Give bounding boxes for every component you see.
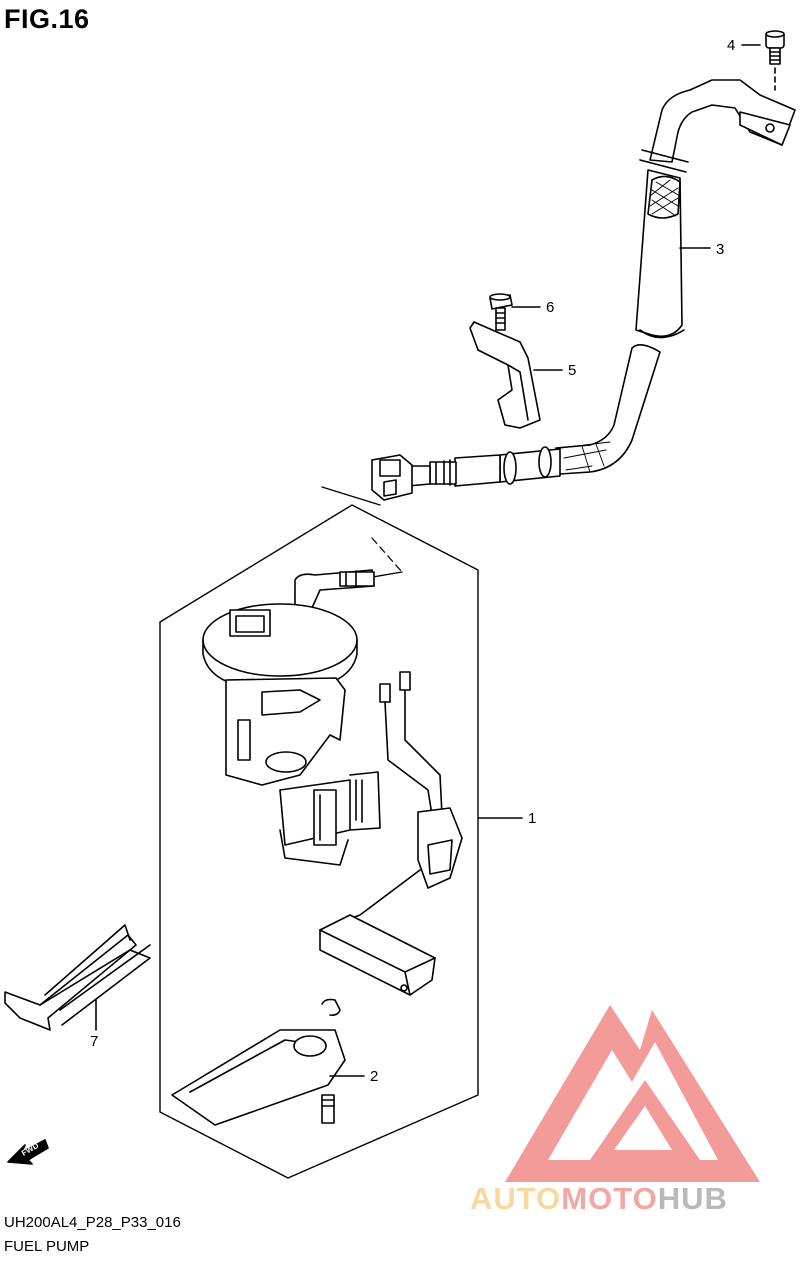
- callout-6: 6: [546, 299, 554, 316]
- wiring-harness: [319, 671, 463, 931]
- bolt-4: [765, 30, 785, 91]
- watermark-logo: [505, 1005, 760, 1182]
- watermark-part-hub: HUB: [657, 1181, 728, 1216]
- callout-5: 5: [568, 362, 576, 379]
- fwd-arrow-icon: [7, 1139, 49, 1165]
- watermark-text: AUTOMOTOHUB: [470, 1181, 728, 1217]
- bolt-6: [489, 293, 513, 331]
- clamp-5: [469, 321, 541, 429]
- callout-3: 3: [716, 241, 724, 258]
- diagram-code: UH200AL4_P28_P33_016: [4, 1214, 181, 1231]
- figure-title: FIG.16: [4, 4, 90, 34]
- diagram-caption: FUEL PUMP: [4, 1238, 90, 1255]
- assembly-outline: [159, 504, 479, 1179]
- watermark-part-moto: MOTO: [561, 1181, 658, 1216]
- callout-7: 7: [90, 1033, 98, 1050]
- protector-7: [4, 924, 151, 1031]
- fuel-hose-3: [371, 79, 796, 501]
- callout-4: 4: [727, 37, 735, 54]
- fuel-pump-body: [202, 569, 381, 866]
- watermark-part-auto: AUTO: [470, 1181, 562, 1216]
- dashed-guide: [371, 537, 403, 573]
- callout-2: 2: [370, 1068, 378, 1085]
- callout-1: 1: [528, 810, 536, 827]
- level-sender: [319, 914, 436, 996]
- guide-line: [321, 486, 403, 581]
- fuel-filter-2: [171, 998, 346, 1126]
